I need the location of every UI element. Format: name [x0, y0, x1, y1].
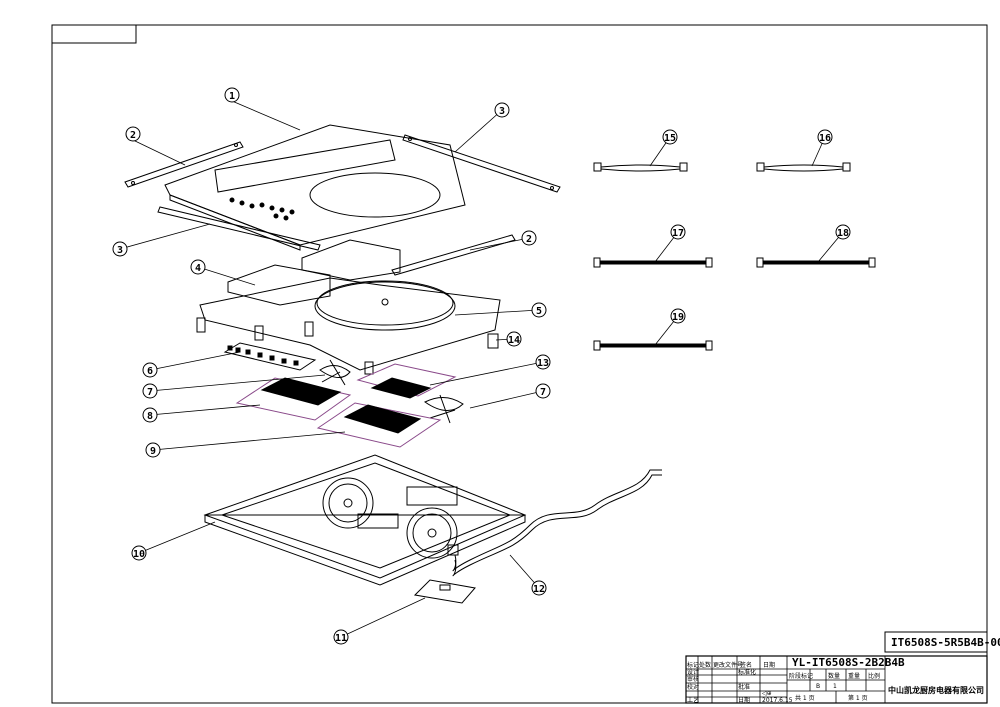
tb-right-2: 日期 [738, 696, 750, 704]
callout-7: 7 [147, 387, 153, 398]
tb-right-1: 批准 [738, 683, 750, 691]
tb-scale-mark: B [816, 683, 820, 690]
callout-10: 10 [133, 549, 145, 560]
callout-8: 8 [147, 411, 153, 422]
tb-header-0: 标记 [687, 661, 699, 669]
tb-scale: 1 [833, 683, 837, 690]
tb-header-3: 签名 [740, 661, 752, 669]
callout-11: 11 [335, 633, 347, 644]
power-boards [235, 363, 457, 448]
tb-role-1: 审核 [687, 675, 699, 683]
side-brackets [124, 134, 561, 276]
callout-15: 15 [664, 133, 676, 144]
callout-18: 18 [837, 228, 849, 239]
drawing-code-box [884, 631, 988, 653]
terminal-cover [413, 579, 476, 604]
callout-16: 16 [819, 133, 831, 144]
callout-1: 1 [229, 91, 235, 102]
callout-numbers: 1 2 3 2 3 4 5 6 7 8 9 13 7 14 10 11 12 1… [117, 91, 849, 644]
drawing-frame [51, 24, 988, 704]
ribbon-cables [593, 257, 876, 351]
tb-role-3: 校对 [687, 683, 699, 691]
company-name: 中山凯龙厨房电器有限公司 [888, 685, 984, 695]
heat-sinks [260, 377, 432, 434]
tb-role-2: 工艺 [687, 696, 699, 704]
tb-stage-1: 数量 [828, 672, 840, 680]
tb-role-0: 设计 [687, 668, 699, 676]
callout-bubbles [112, 87, 851, 645]
callout-7b: 7 [540, 387, 546, 398]
callout-9: 9 [150, 446, 156, 457]
callout-19: 19 [672, 312, 684, 323]
heat-insulation-pads [227, 239, 401, 306]
tb-stage-3: 比例 [868, 672, 880, 680]
title-block-text: 标记 处数 更改文件号 签名 日期 设计 审核 工艺 校对 标准化 批准 日期 … [687, 661, 880, 704]
callout-13: 13 [537, 358, 549, 369]
callout-leaders [119, 100, 844, 638]
control-board [223, 342, 317, 371]
tb-header-1: 处数 [699, 661, 711, 669]
title-block [685, 655, 988, 704]
callout-3b: 3 [117, 245, 123, 256]
wire-harnesses [593, 162, 851, 172]
callout-6: 6 [147, 366, 153, 377]
cooling-fans [319, 359, 464, 424]
callout-4: 4 [195, 263, 201, 274]
tb-date: 2017.6.15 [762, 697, 793, 704]
tb-sheet-no: 第 1 页 [848, 694, 868, 702]
drawing-number-box [51, 24, 137, 44]
tb-stage-0: 阶段标记 [789, 672, 813, 680]
callout-12: 12 [533, 584, 545, 595]
tb-stage-2: 重量 [848, 672, 860, 680]
callout-2: 2 [130, 130, 136, 141]
callout-14: 14 [508, 335, 520, 346]
callout-17: 17 [672, 228, 684, 239]
bottom-housing [203, 454, 527, 586]
glass-top-panel [164, 124, 466, 251]
part-number: YL-IT6508S-2B2B4B [792, 656, 905, 669]
callout-5: 5 [536, 306, 542, 317]
drawing-code: IT6508S-5R5B4B-00 [891, 636, 1000, 649]
power-cord [452, 469, 662, 577]
tb-header-4: 日期 [763, 661, 775, 669]
tb-right-0: 标准化 [738, 668, 756, 676]
callout-3: 3 [499, 106, 505, 117]
tb-header-2: 更改文件号 [713, 661, 743, 669]
tb-projection: ◁⊕ [762, 690, 772, 697]
callout-2b: 2 [526, 234, 532, 245]
coil-bracket-plate [196, 277, 501, 375]
tb-sheet-total: 共 1 页 [795, 694, 815, 702]
